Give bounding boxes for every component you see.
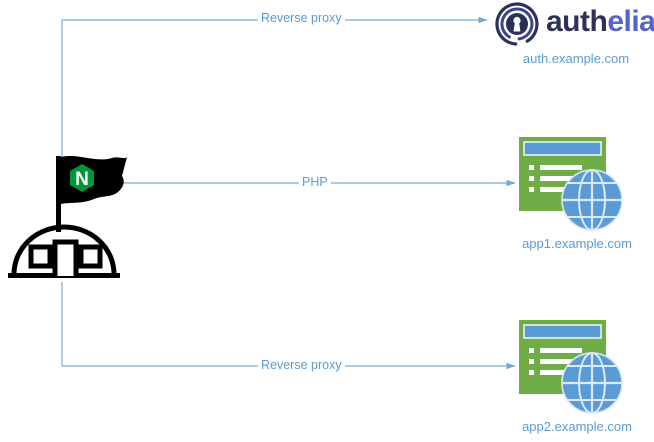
edge-proxy-to-authelia — [61, 16, 488, 185]
nginx-flag-letter: N — [75, 169, 89, 190]
edge-proxy-to-app2 — [61, 282, 516, 370]
building-with-nginx-flag-icon: N — [8, 156, 127, 278]
globe-icon — [561, 352, 623, 414]
nginx-hexagon-icon: N — [70, 164, 94, 192]
authelia-wordmark: authelia — [546, 5, 654, 39]
app2-node-label: app2.example.com — [522, 419, 632, 434]
edge-label-php: PHP — [299, 175, 331, 189]
globe-icon — [561, 169, 623, 231]
authelia-node-label: auth.example.com — [522, 51, 630, 66]
authelia-wordmark-part1: auth — [546, 5, 608, 38]
app1-node[interactable] — [519, 137, 625, 233]
edge-label-reverse-proxy-app2: Reverse proxy — [258, 358, 345, 372]
edge-label-reverse-proxy-auth: Reverse proxy — [258, 11, 345, 25]
web-app-globe-icon — [519, 137, 623, 231]
web-app-globe-icon — [519, 320, 623, 414]
app2-node[interactable] — [519, 320, 625, 416]
authelia-node[interactable] — [491, 2, 543, 46]
authelia-logo-icon — [495, 2, 539, 46]
authelia-wordmark-part2: elia — [607, 5, 654, 38]
nginx-proxy-node[interactable]: N — [8, 152, 130, 282]
app1-node-label: app1.example.com — [522, 236, 632, 251]
